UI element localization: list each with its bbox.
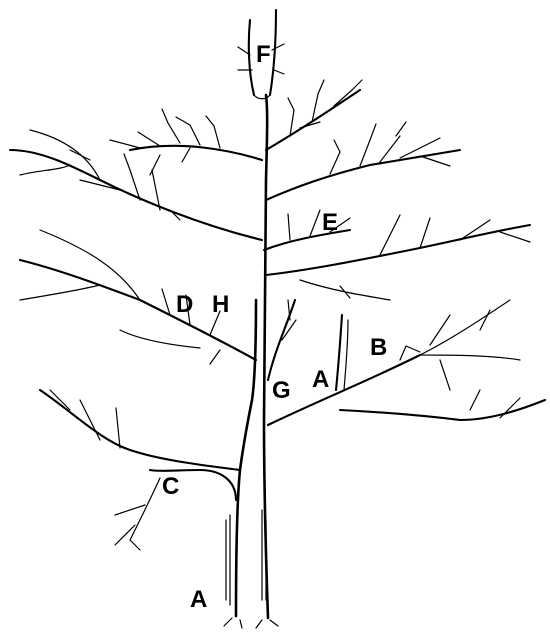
label-d: D <box>176 291 193 318</box>
label-a-mid: A <box>312 366 329 393</box>
upper-right-branch <box>266 80 362 150</box>
label-h: H <box>212 291 229 318</box>
branch-g <box>268 300 296 380</box>
label-b: B <box>370 334 387 361</box>
label-e: E <box>322 209 338 236</box>
label-c: C <box>162 473 179 500</box>
right-scaffold-branch <box>266 215 530 300</box>
right-mid-branch <box>266 122 460 200</box>
label-a-base: A <box>190 586 207 613</box>
trunk <box>224 95 278 628</box>
upright-shoot-a <box>336 315 348 390</box>
branch-c <box>40 390 240 550</box>
label-g: G <box>272 377 291 404</box>
label-f: F <box>256 41 271 68</box>
upper-left-branch <box>110 109 262 162</box>
branch-b <box>268 300 545 425</box>
